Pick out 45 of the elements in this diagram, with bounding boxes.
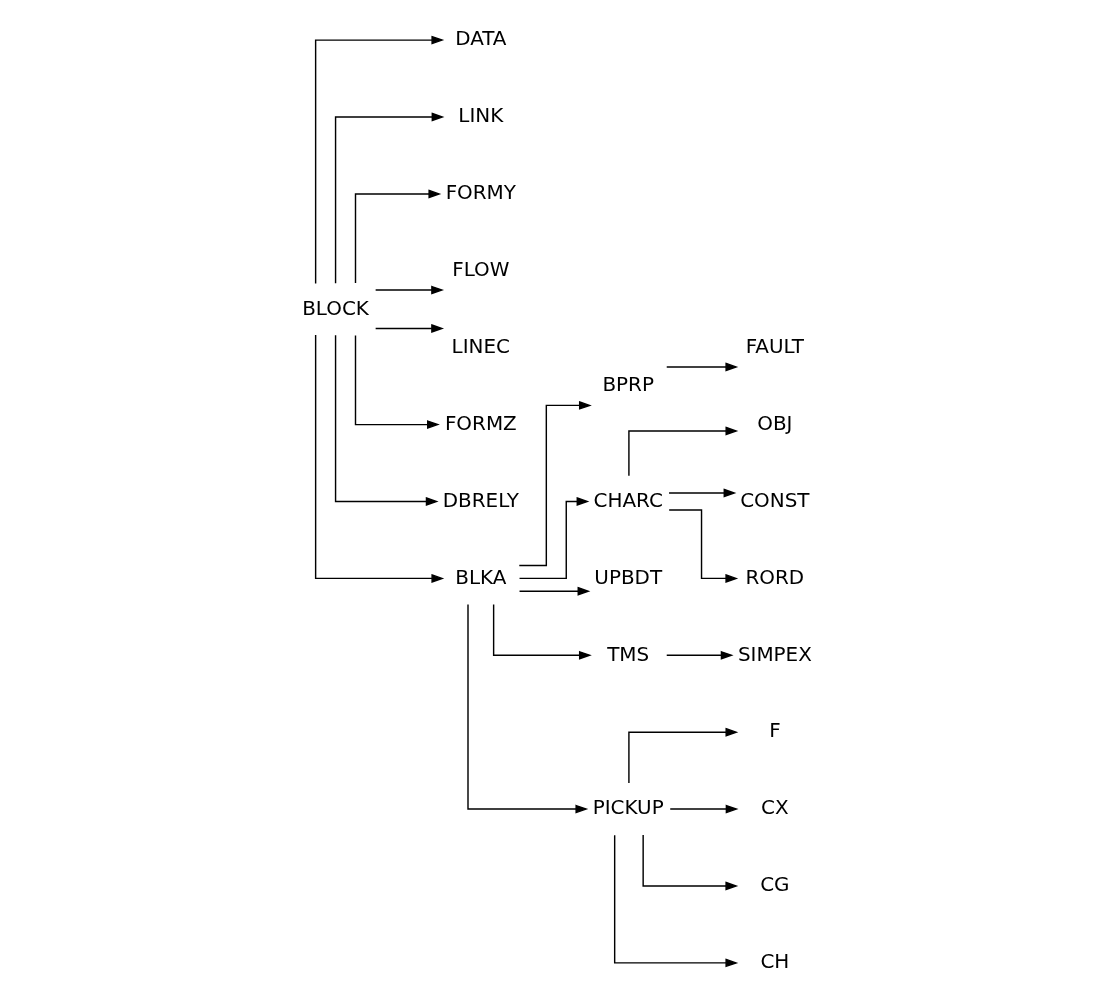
arrow <box>518 586 590 596</box>
node-text: CG <box>759 873 790 897</box>
node-text: FORMY <box>445 181 516 205</box>
node-text: DBRELY <box>442 488 519 512</box>
node-text: F <box>768 719 781 743</box>
arrow <box>667 509 738 583</box>
node-text: FLOW <box>451 258 509 282</box>
arrow <box>334 112 444 285</box>
arrow <box>665 362 738 372</box>
node-text: SIMPEX <box>737 642 812 666</box>
node-text: FAULT <box>745 334 804 358</box>
node-text: LINEC <box>451 334 510 358</box>
arrow <box>354 189 441 284</box>
arrow <box>669 804 738 814</box>
node-text: PICKUP <box>592 796 664 820</box>
arrow <box>667 488 736 498</box>
arrow <box>518 400 592 567</box>
arrow <box>354 334 440 430</box>
node-text: TMS <box>606 642 649 666</box>
node-text: CHARC <box>593 488 663 512</box>
node-text: UPBDT <box>593 565 662 589</box>
arrow <box>466 603 588 814</box>
node-text: FORMZ <box>444 411 517 435</box>
node-text: DATA <box>454 27 506 51</box>
arrow <box>374 285 444 295</box>
node-text: CONST <box>739 488 810 512</box>
arrow <box>314 35 444 285</box>
arrow <box>492 603 592 660</box>
node-text: CX <box>760 796 789 820</box>
arrow <box>334 334 439 506</box>
arrow <box>665 650 734 660</box>
node-text: BPRP <box>601 373 654 397</box>
node-text: BLKA <box>454 565 506 589</box>
node-text: RORD <box>745 565 804 589</box>
node-text: BLOCK <box>301 296 369 320</box>
node-text: LINK <box>457 104 503 128</box>
arrow <box>518 497 589 580</box>
arrow <box>613 834 738 968</box>
arrow <box>374 324 444 333</box>
arrow <box>314 334 444 583</box>
arrow <box>627 426 738 477</box>
node-text: CH <box>759 950 789 974</box>
arrow <box>641 834 738 891</box>
node-text: OBJ <box>756 411 792 435</box>
arrow <box>627 727 738 784</box>
